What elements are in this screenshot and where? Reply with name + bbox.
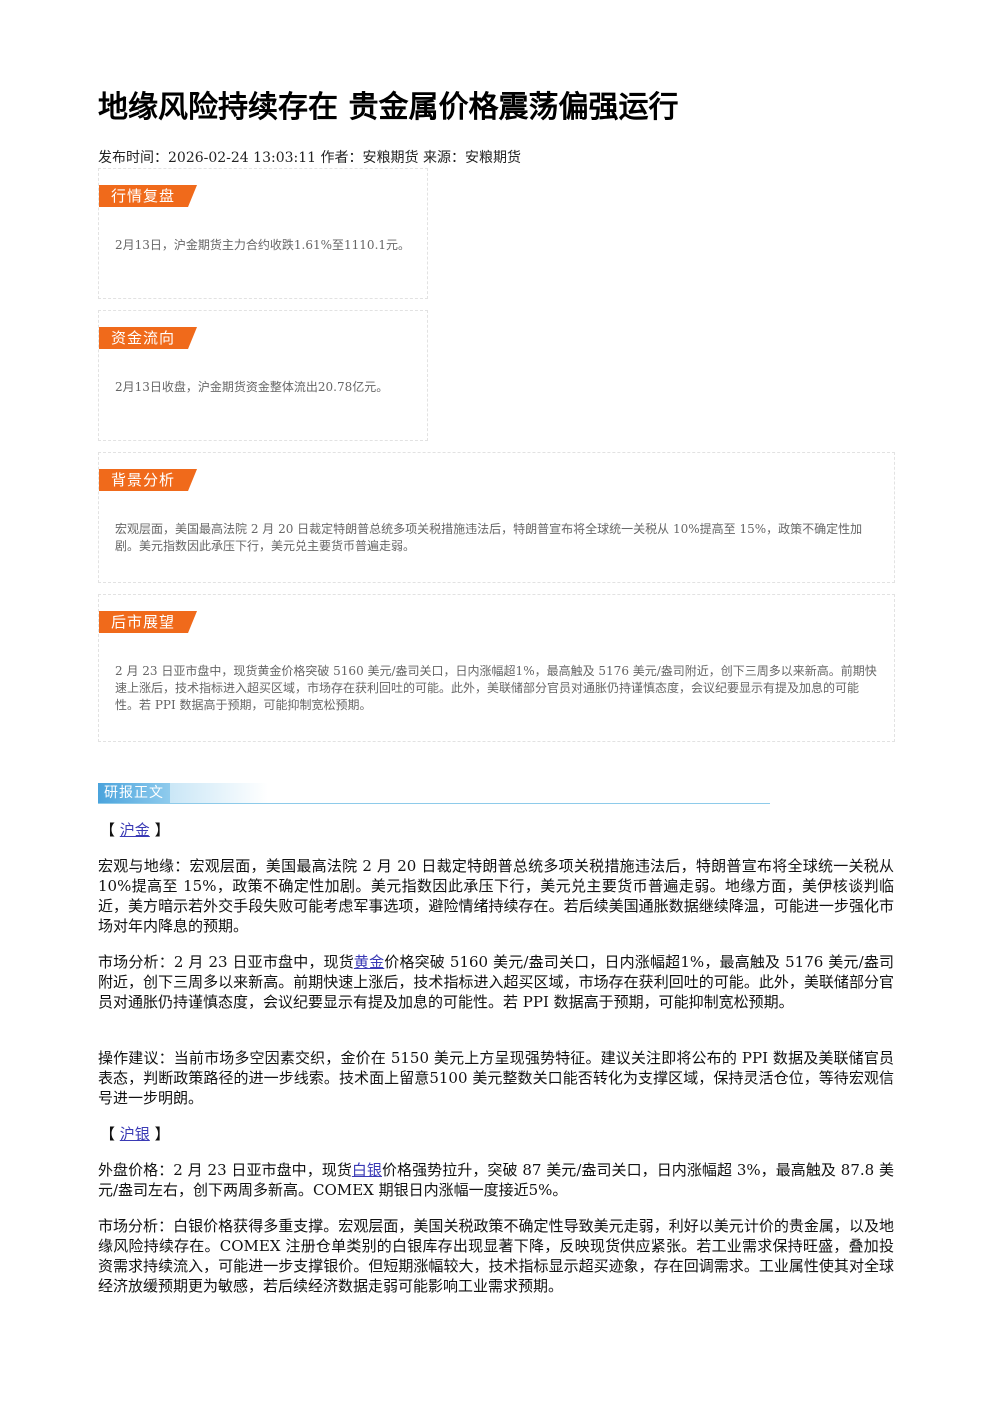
spot-silver-link[interactable]: 白银 — [351, 1161, 382, 1179]
summary-tag: 资金流向 — [99, 327, 197, 349]
bracket-open: 【 — [100, 1125, 116, 1143]
summary-text: 宏观层面，美国最高法院 2 月 20 日裁定特朗普总统多项关税措施违法后，特朗普… — [115, 522, 863, 553]
source-label: 来源： — [422, 150, 465, 166]
paragraph-text: 价格强势拉升，突破 87 美元/盎司关口，日内涨幅超 3%，最高触及 87.8 … — [98, 1161, 894, 1199]
gold-market-paragraph: 市场分析：2 月 23 日亚市盘中，现货黄金价格突破 5160 美元/盎司关口，… — [98, 952, 894, 1012]
paragraph-text: 外盘价格：2 月 23 日亚市盘中，现货 — [98, 1161, 352, 1179]
paragraph-text: 价格突破 5160 美元/盎司关口，日内涨幅超1%，最高触及 5176 美元/盎… — [98, 953, 894, 1011]
bracket-open: 【 — [100, 821, 116, 839]
summary-tag: 后市展望 — [99, 611, 197, 633]
source: 安粮期货 — [464, 150, 521, 166]
summary-tag: 背景分析 — [99, 469, 197, 491]
summary-text: 2 月 23 日亚市盘中，现货黄金价格突破 5160 美元/盎司关口，日内涨幅超… — [115, 664, 877, 712]
gold-advice-paragraph: 操作建议：当前市场多空因素交织，金价在 5150 美元上方呈现强势特征。建议关注… — [98, 1049, 894, 1107]
summary-box-fund-flow: 资金流向 2月13日收盘，沪金期货资金整体流出20.78亿元。 — [98, 310, 428, 441]
bracket-close: 】 — [154, 1125, 170, 1143]
time-label: 发布时间： — [98, 150, 168, 166]
article-meta: 发布时间：2026-02-24 13:03:11 作者：安粮期货 来源：安粮期货 — [98, 148, 521, 168]
summary-text: 2月13日，沪金期货主力合约收跌1.61%至1110.1元。 — [115, 238, 411, 252]
silver-market-paragraph: 市场分析：白银价格获得多重支撑。宏观层面，美国关税政策不确定性导致美元走弱，利好… — [98, 1217, 894, 1295]
report-section-label: 研报正文 — [98, 783, 170, 803]
publish-time: 2026-02-24 13:03:11 — [168, 150, 317, 166]
author-label: 作者： — [320, 150, 363, 166]
article-title: 地缘风险持续存在 贵金属价格震荡偏强运行 — [98, 90, 679, 125]
paragraph-text: 市场分析：2 月 23 日亚市盘中，现货 — [98, 953, 354, 971]
summary-box-market-review: 行情复盘 2月13日，沪金期货主力合约收跌1.61%至1110.1元。 — [98, 168, 428, 299]
spot-gold-link[interactable]: 黄金 — [353, 953, 385, 971]
silver-heading: 【 沪银 】 — [100, 1124, 170, 1144]
gold-macro-paragraph: 宏观与地缘：宏观层面，美国最高法院 2 月 20 日裁定特朗普总统多项关税措施违… — [98, 857, 894, 935]
bracket-close: 】 — [154, 821, 170, 839]
summary-text: 2月13日收盘，沪金期货资金整体流出20.78亿元。 — [115, 380, 389, 394]
gold-link[interactable]: 沪金 — [119, 821, 150, 839]
summary-tag: 行情复盘 — [99, 185, 197, 207]
summary-box-background: 背景分析 宏观层面，美国最高法院 2 月 20 日裁定特朗普总统多项关税措施违法… — [98, 452, 895, 583]
section-header-fade — [168, 783, 268, 803]
report-section-header: 研报正文 — [98, 783, 770, 804]
silver-price-paragraph: 外盘价格：2 月 23 日亚市盘中，现货白银价格强势拉升，突破 87 美元/盎司… — [98, 1160, 894, 1200]
silver-link[interactable]: 沪银 — [119, 1125, 150, 1143]
author: 安粮期货 — [362, 150, 419, 166]
summary-box-outlook: 后市展望 2 月 23 日亚市盘中，现货黄金价格突破 5160 美元/盎司关口，… — [98, 594, 895, 742]
gold-heading: 【 沪金 】 — [100, 820, 170, 840]
